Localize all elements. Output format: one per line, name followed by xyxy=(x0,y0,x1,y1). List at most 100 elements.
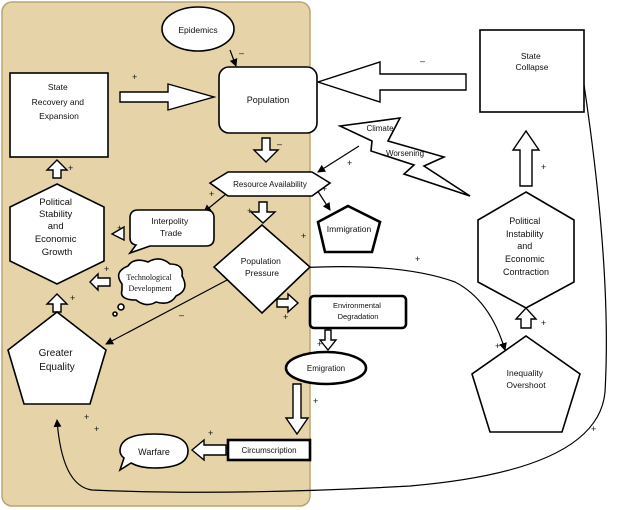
sign-plus: + xyxy=(541,318,546,328)
arrow-resources-to-pressure xyxy=(249,201,277,224)
arrow-trade-to-stability xyxy=(110,225,125,242)
node-warfare: Warfare xyxy=(118,433,189,472)
node-label: Population Pressure xyxy=(241,256,284,278)
line: Economic xyxy=(35,234,77,245)
node-state-recovery: State Recovery and Expansion xyxy=(9,72,109,158)
line: Economic xyxy=(505,254,545,264)
node-inequality-overshoot: Inequality Overshoot xyxy=(471,335,581,433)
sign-plus: + xyxy=(247,206,252,216)
sign-plus: + xyxy=(415,254,420,264)
node-label: Circumscription xyxy=(241,446,296,455)
line: and xyxy=(517,241,532,251)
node-label: Population xyxy=(247,95,290,105)
sign-plus: + xyxy=(209,189,214,199)
node-technological-development: Technological Development xyxy=(112,258,186,317)
sign-plus: + xyxy=(208,428,213,438)
sign-plus: + xyxy=(313,396,318,406)
line: Expansion xyxy=(39,111,79,121)
sign-plus: + xyxy=(301,231,306,241)
node-label: Political Instability and Economic Contr… xyxy=(503,216,549,277)
line: Political xyxy=(509,216,540,226)
line: Trade xyxy=(160,228,182,238)
arrow-instability-to-collapse xyxy=(511,129,541,187)
sign-plus: + xyxy=(322,184,327,194)
line: Pressure xyxy=(245,268,279,278)
arrow-collapse-to-population xyxy=(315,61,467,103)
arrow-stability-to-recovery xyxy=(45,159,69,179)
connector-lines xyxy=(53,49,607,493)
node-political-instability: Political Instability and Economic Contr… xyxy=(477,191,575,309)
node-label: Interpolity Trade xyxy=(151,216,190,238)
line: Inequality xyxy=(507,368,544,378)
line: Development xyxy=(128,284,172,293)
node-label: State Collapse xyxy=(515,51,548,72)
line: Equality xyxy=(39,362,75,373)
line: Recovery and xyxy=(32,97,85,107)
line: Contraction xyxy=(503,267,549,277)
line: Technological xyxy=(126,273,172,282)
sign-plus: + xyxy=(117,223,122,233)
node-label: Technological Development xyxy=(126,273,173,293)
node-label: Warfare xyxy=(138,447,170,457)
sign-plus: + xyxy=(94,424,99,434)
node-label: Environmental Degradation xyxy=(333,301,383,321)
arrow-tech-to-stability xyxy=(89,272,111,292)
node-label: Worsening xyxy=(386,149,424,158)
node-emigration: Emigration xyxy=(284,350,368,386)
arrow-equality-to-stability xyxy=(45,293,69,313)
node-label: Epidemics xyxy=(178,25,217,35)
line: Instability xyxy=(506,229,544,239)
node-label: Greater Equality xyxy=(39,348,76,373)
sign-plus: + xyxy=(68,163,73,173)
line: Growth xyxy=(42,247,73,258)
polarity-signs: – + – – + + + + + + + + + + + – + + + + … xyxy=(68,48,596,438)
node-population-pressure: Population Pressure xyxy=(212,223,312,315)
arrow-population-to-resources xyxy=(252,137,280,163)
sign-plus: + xyxy=(347,158,352,168)
node-state-collapse: State Collapse xyxy=(479,29,585,113)
arrow-emigration-to-circumscription xyxy=(284,383,310,436)
arrow-circumscription-to-warfare xyxy=(190,438,227,462)
node-greater-equality: Greater Equality xyxy=(7,310,107,405)
sign-minus: – xyxy=(239,48,244,58)
node-label: Climate xyxy=(366,124,394,133)
arrow-overshoot-to-instability xyxy=(514,306,538,329)
sign-plus: + xyxy=(84,412,89,422)
arrow-recovery-to-population xyxy=(119,83,217,111)
line: Interpolity xyxy=(151,216,189,226)
arrow-pressure-to-degradation xyxy=(276,292,300,314)
line: Overshoot xyxy=(506,380,546,390)
sign-plus: + xyxy=(541,162,546,172)
sign-plus: + xyxy=(70,293,75,303)
sign-plus: + xyxy=(317,339,322,349)
node-circumscription: Circumscription xyxy=(226,438,312,462)
sign-minus: – xyxy=(179,310,184,320)
line: Collapse xyxy=(515,62,548,72)
node-label: Political Stability and Economic Growth xyxy=(35,197,79,258)
sign-plus: + xyxy=(132,72,137,82)
line: State xyxy=(48,82,68,92)
sign-minus: – xyxy=(277,139,282,149)
sign-plus: + xyxy=(283,312,288,322)
node-label: Resource Availability xyxy=(233,180,307,189)
line: and xyxy=(48,221,64,232)
node-interpolity-trade: Interpolity Trade xyxy=(127,209,215,255)
line: Population xyxy=(241,256,281,266)
sign-minus: – xyxy=(420,56,425,66)
line: State xyxy=(521,51,541,61)
node-label: Immigration xyxy=(327,224,372,234)
line: Stability xyxy=(39,209,73,220)
block-arrows xyxy=(45,61,541,462)
sign-plus: + xyxy=(104,264,109,274)
line: Greater xyxy=(39,348,74,359)
line: Environmental xyxy=(333,301,381,310)
sign-plus: + xyxy=(591,424,596,434)
line: Degradation xyxy=(338,312,379,321)
arrow-degradation-to-emigration xyxy=(318,329,338,352)
node-population: Population xyxy=(218,66,318,134)
line: Political xyxy=(39,197,72,208)
sign-plus: + xyxy=(495,341,500,351)
node-immigration: Immigration xyxy=(316,204,382,254)
node-environmental-degradation: Environmental Degradation xyxy=(308,294,408,330)
